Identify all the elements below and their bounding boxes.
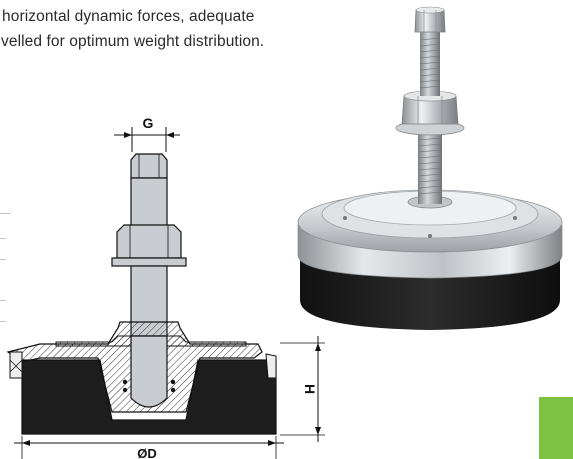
accent-green-block xyxy=(539,397,573,459)
dimension-d-label: ØD xyxy=(137,446,157,459)
product-description: horizontal dynamic forces, adequate vell… xyxy=(0,4,380,54)
product-photo xyxy=(297,6,563,330)
table-edge-cell xyxy=(0,238,6,260)
table-edge-line xyxy=(0,213,10,214)
description-line-2: velled for optimum weight distribution. xyxy=(1,33,265,50)
table-edge-cell xyxy=(0,300,6,322)
description-line-1: horizontal dynamic forces, adequate xyxy=(2,8,255,25)
cross-section-drawing: G xyxy=(6,115,325,459)
dimension-h-label: H xyxy=(302,384,318,394)
dimension-g-label: G xyxy=(143,115,154,131)
